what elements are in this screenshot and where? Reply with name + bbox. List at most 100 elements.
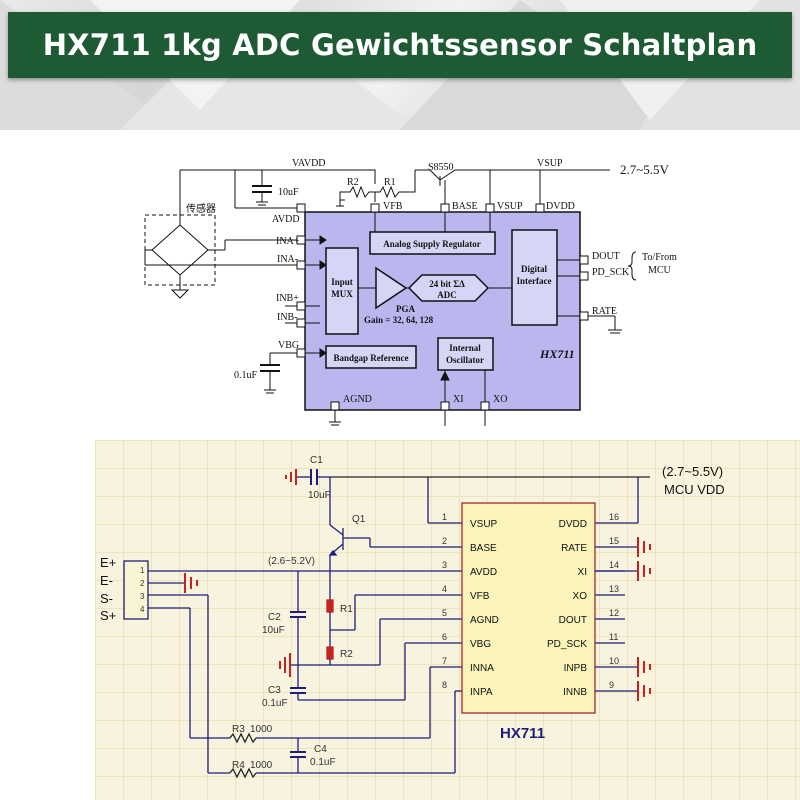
ground-symbols-right [637,537,651,701]
label-c2: C2 [268,612,281,623]
pin-inb-plus: INB+ [276,293,299,304]
title-banner: HX711 1kg ADC Gewichtssensor Schaltplan [8,12,792,78]
chip-pin-name-inna: INNA [470,663,494,674]
pin-vfb: VFB [383,201,403,212]
label-osc-1: Internal [449,343,481,353]
chip-pin-name-innb: INNB [563,687,587,698]
label-c4-value: 0.1uF [310,757,336,768]
label-r4: R4 [232,760,245,771]
label-bandgap: Bandgap Reference [333,353,408,363]
chip-pin-number-left: 4 [442,584,447,594]
input-mux-block [325,247,359,335]
connector-label-s-plus: S+ [100,608,116,623]
hx711-chip-package [461,502,596,714]
connector-pin-1: 1 [140,566,145,575]
chip-pin-number-right: 12 [609,608,619,618]
label-r4-value: 1000 [250,760,273,771]
label-r1: R1 [340,604,353,615]
label-01uf: 0.1uF [234,370,258,381]
chip-pin-number-left: 2 [442,536,447,546]
ground-symbol-c2 [279,653,291,677]
connector-pin-4: 4 [140,605,145,614]
pin-inb-minus: INB- [277,312,298,323]
label-tofrom-2: MCU [648,265,672,276]
chip-pin-number-left: 6 [442,632,447,642]
pin-base: BASE [452,201,478,212]
wiring-schematic: (2.7~5.5V) MCU VDD C1 10uF Q1 (2.6~5.2V)… [100,455,725,779]
pin-rate: RATE [592,306,617,317]
label-hx711-block: HX711 [539,347,575,361]
label-c3: C3 [268,685,281,696]
chip-pin-number-right: 10 [609,656,619,666]
pin-xi: XI [453,394,464,405]
label-supply-range: 2.7~5.5V [620,162,670,177]
connector-label-s-minus: S- [100,591,113,606]
chip-pin-name-inpa: INPA [470,687,493,698]
pin-vsup: VSUP [497,201,523,212]
label-sensor: 传感器 [186,202,216,215]
label-s8550: S8550 [428,162,454,173]
page-title: HX711 1kg ADC Gewichtssensor Schaltplan [42,28,758,62]
label-c1: C1 [310,455,323,466]
label-c3-value: 0.1uF [262,698,288,709]
label-c2-value: 10uF [262,625,285,636]
label-analog-regulator: Analog Supply Regulator [383,239,481,249]
label-hx711-chip: HX711 [500,725,545,742]
chip-pin-number-left: 5 [442,608,447,618]
label-10uf: 10uF [278,187,299,198]
chip-pin-name-base: BASE [470,543,497,554]
connector-pin-3: 3 [140,592,145,601]
pin-xo: XO [493,394,507,405]
label-mcu-vdd: MCU VDD [664,482,725,497]
label-gain: Gain = 32, 64, 128 [364,315,434,325]
pin-pd-sck: PD_SCK [592,267,630,278]
chip-pin-name-avdd: AVDD [470,567,497,578]
schematic-sheet [95,440,800,800]
chip-pin-number-left: 7 [442,656,447,666]
pin-dout: DOUT [592,251,620,262]
label-c4: C4 [314,744,327,755]
label-q1: Q1 [352,514,366,525]
label-avdd-range: (2.6~5.2V) [268,556,315,567]
bandgap-reference-block [325,345,417,369]
connector-label-e-minus: E- [100,573,113,588]
chip-pins: 1VSUP2BASE3AVDD4VFB5AGND6VBG7INNA8INPA16… [442,512,625,698]
pin-dvdd: DVDD [546,201,575,212]
chip-pin-name-xo: XO [573,591,588,602]
connector-pin-2: 2 [140,579,145,588]
label-pga: PGA [396,304,415,314]
chip-pin-name-dvdd: DVDD [559,519,587,530]
label-adc-1: 24 bit ΣΔ [429,279,465,289]
chip-pin-number-right: 15 [609,536,619,546]
pin-agnd: AGND [343,394,372,405]
chip-pin-number-left: 3 [442,560,447,570]
chip-pin-number-right: 9 [609,680,614,690]
label-r3-value: 1000 [250,724,273,735]
internal-oscillator-block [437,337,494,371]
label-vavdd: VAVDD [292,158,326,169]
pin-ina-minus: INA- [277,254,298,265]
chip-pin-number-right: 14 [609,560,619,570]
ground-symbol-c1 [285,469,297,485]
label-r2: R2 [340,649,353,660]
ground-symbol-connector [184,573,198,593]
label-tofrom-1: To/From [642,252,677,263]
label-input-mux-1: Input [331,277,353,287]
label-r3: R3 [232,724,245,735]
label-c1-value: 10uF [308,490,331,501]
chip-pin-name-inpb: INPB [564,663,588,674]
label-adc-2: ADC [437,290,457,300]
label-mcu-vdd-range: (2.7~5.5V) [662,464,723,479]
chip-pin-name-rate: RATE [561,543,587,554]
chip-pin-name-xi: XI [578,567,587,578]
label-digital-2: Interface [517,276,552,286]
chip-pin-name-pd_sck: PD_SCK [547,639,587,650]
label-osc-2: Oscillator [446,355,484,365]
chip-pin-name-vsup: VSUP [470,519,498,530]
analog-supply-regulator-block [369,231,496,255]
block-diagram: VAVDD 10uF R2 R1 S8550 VSUP 2.7~5.5V VFB… [144,158,677,426]
pin-avdd: AVDD [272,214,300,225]
label-r2: R2 [347,177,359,188]
chip-pin-number-right: 13 [609,584,619,594]
chip-pin-name-dout: DOUT [559,615,587,626]
